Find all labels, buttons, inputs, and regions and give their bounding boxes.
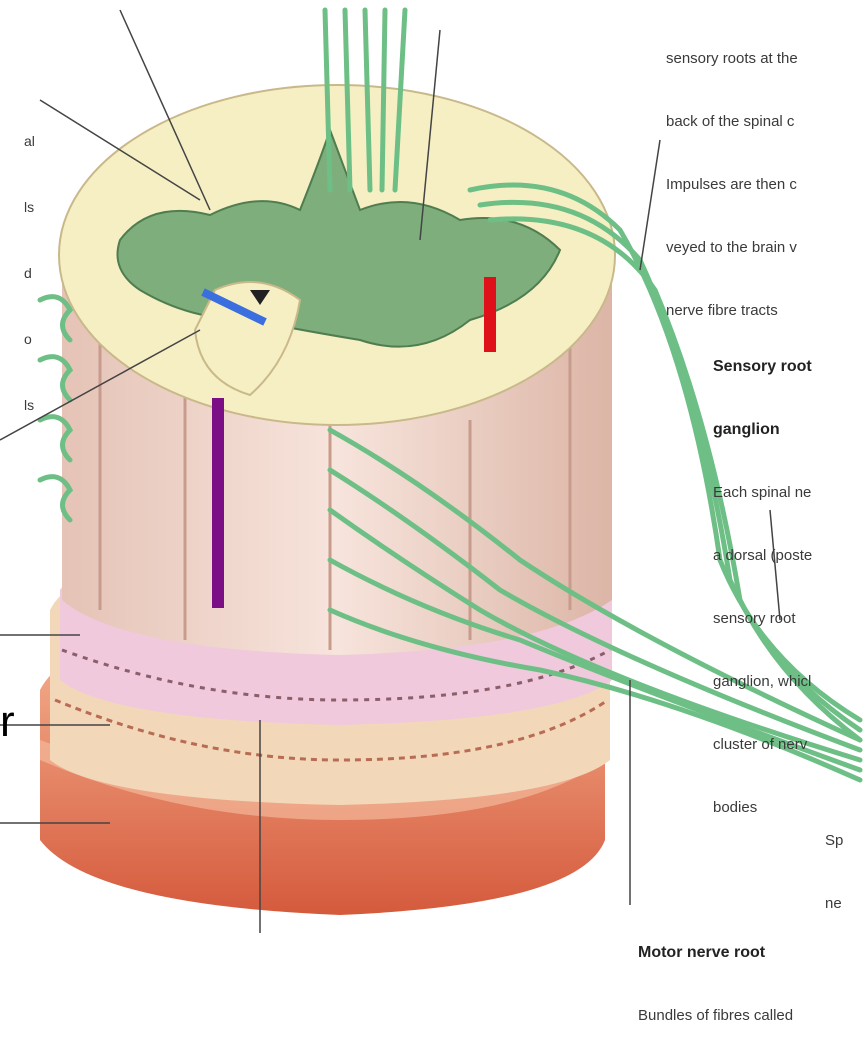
red-marker bbox=[484, 277, 496, 352]
sensory-ganglion-label: Sensory root ganglion Each spinal ne a d… bbox=[713, 314, 812, 839]
text-line: d bbox=[24, 262, 35, 284]
label-title: Sensory root bbox=[713, 356, 812, 377]
text-line: sensory root bbox=[713, 608, 812, 629]
text-line: al bbox=[24, 130, 35, 152]
text-line: ne bbox=[825, 893, 843, 914]
text-line: o bbox=[24, 328, 35, 350]
text-line: Sp bbox=[825, 830, 843, 851]
text-line: ls bbox=[24, 394, 35, 416]
top-left-text: al ls d o ls bbox=[24, 86, 35, 438]
text-line: cluster of nerv bbox=[713, 734, 812, 755]
spinal-cord-diagram: sensory roots at the back of the spinal … bbox=[0, 0, 865, 933]
label-title: Motor nerve root bbox=[638, 942, 793, 963]
motor-root-label: Motor nerve root Bundles of fibres calle… bbox=[638, 900, 793, 1047]
text-line: back of the spinal c bbox=[666, 111, 798, 132]
text-line: a dorsal (poste bbox=[713, 545, 812, 566]
text-line: Impulses are then c bbox=[666, 174, 798, 195]
text-line: Bundles of fibres called bbox=[638, 1005, 793, 1026]
text-line: sensory roots at the bbox=[666, 48, 798, 69]
label-title: ganglion bbox=[713, 419, 812, 440]
text-line: Each spinal ne bbox=[713, 482, 812, 503]
spinal-nerve-label: Sp ne bbox=[825, 788, 843, 935]
text-line: veyed to the brain v bbox=[666, 237, 798, 258]
text-line: bodies bbox=[713, 797, 812, 818]
cross-section bbox=[59, 85, 615, 425]
purple-marker bbox=[212, 398, 224, 608]
text-line: ls bbox=[24, 196, 35, 218]
top-right-text: sensory roots at the back of the spinal … bbox=[666, 6, 798, 342]
text-line: ganglion, whicl bbox=[713, 671, 812, 692]
left-letter: r bbox=[0, 700, 15, 744]
